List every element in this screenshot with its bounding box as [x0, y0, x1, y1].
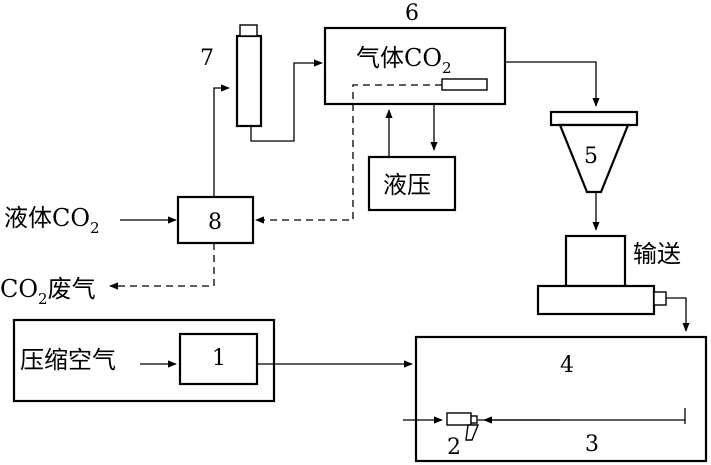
gas-co2-chamber: 气体CO2 [323, 26, 507, 106]
chamber-inner-element [441, 78, 488, 91]
hydraulic-label: 液压 [383, 171, 431, 199]
label-number-6: 6 [405, 1, 419, 26]
nozzle-2 [446, 412, 480, 441]
label-number-4: 4 [560, 353, 574, 378]
compressed-air-unit: 压缩空气 1 [12, 318, 276, 403]
arrow-6-to-5 [505, 61, 600, 107]
co2-waste-gas-label: CO2废气 [0, 275, 96, 308]
conveyor-unit: 输送 [536, 234, 681, 316]
gas-co2-label: 气体CO2 [356, 44, 452, 77]
hydraulic-box: 液压 [367, 155, 457, 212]
label-number-5: 5 [584, 144, 598, 169]
unit-8: 8 [176, 195, 255, 245]
arrow-conveyor-to-4 [666, 297, 690, 332]
chamber-4: 4 [414, 335, 708, 463]
cylinder-7 [235, 24, 263, 128]
label-number-3: 3 [585, 432, 599, 457]
arrow-7-to-6 [250, 59, 323, 142]
label-number-2: 2 [447, 435, 461, 460]
conveying-label: 输送 [633, 240, 681, 268]
label-number-7: 7 [200, 46, 214, 71]
label-number-8: 8 [208, 210, 222, 235]
dashed-waste-gas [109, 243, 215, 290]
label-number-1: 1 [212, 346, 226, 371]
liquid-co2-label: 液体CO2 [4, 204, 100, 237]
hopper-5: 5 [549, 110, 639, 194]
compressed-air-label: 压缩空气 [20, 346, 116, 374]
arrow-8-to-7 [213, 84, 230, 197]
dashed-return-to-8 [255, 84, 442, 224]
